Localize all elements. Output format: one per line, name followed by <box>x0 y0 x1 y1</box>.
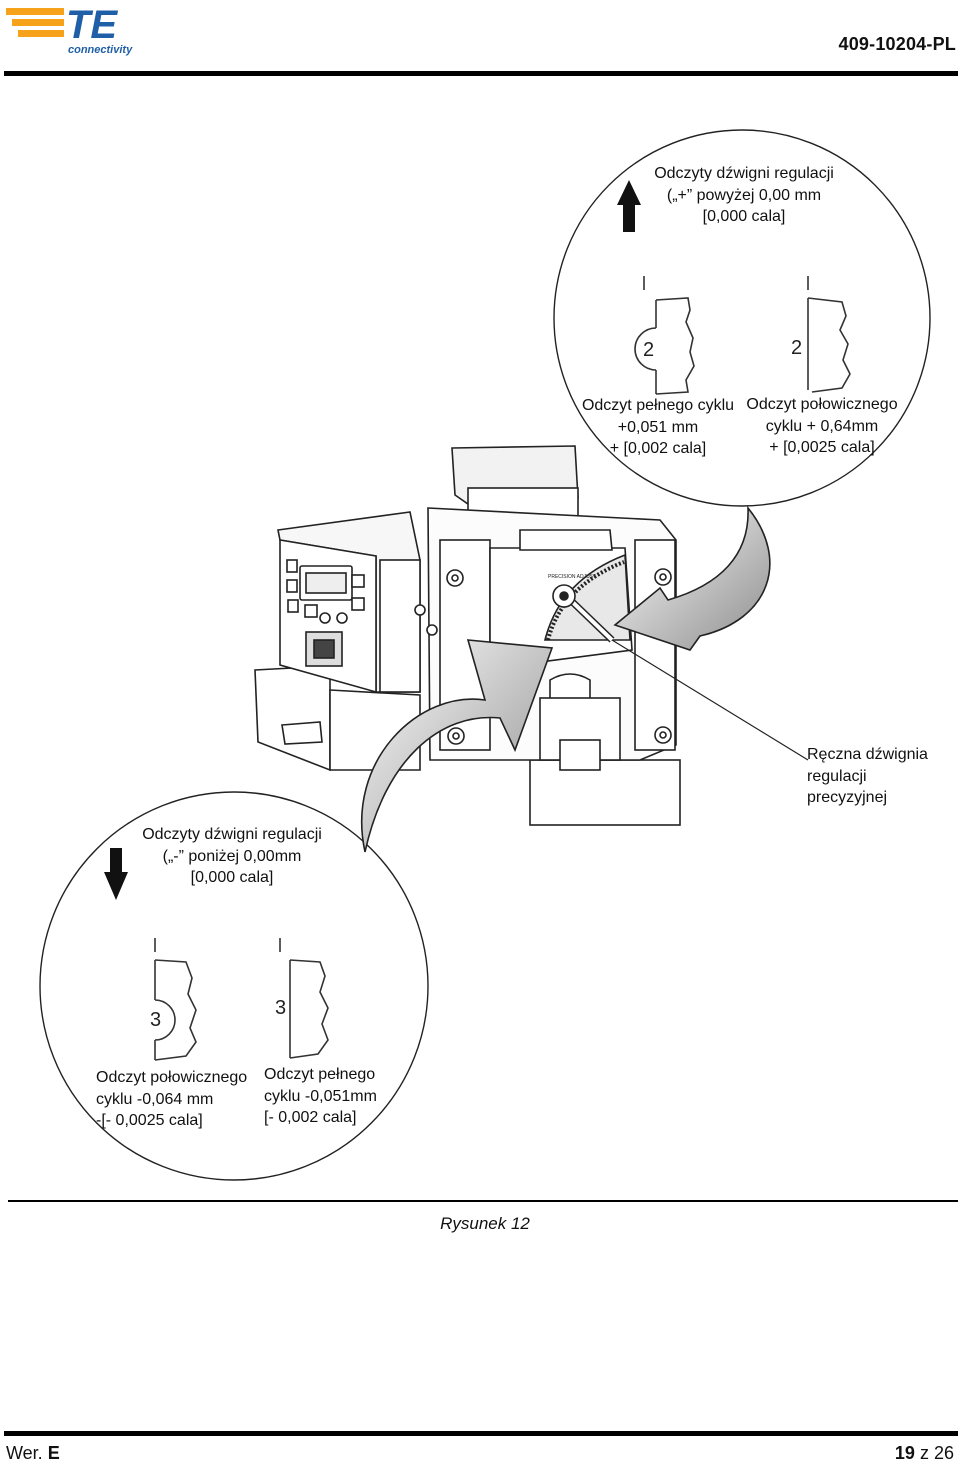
page-current: 19 <box>894 1443 915 1463</box>
page-total: 26 <box>933 1443 954 1463</box>
header-rule <box>4 71 958 76</box>
logo-text: TE <box>66 3 118 47</box>
callout-arrow-left <box>360 639 554 853</box>
upper-half-cycle-label: Odczyt połowicznego cyklu + 0,64mm + [0,… <box>746 396 898 456</box>
arrow-down-icon <box>104 848 128 900</box>
arrow-up-icon <box>617 180 641 232</box>
upper-detail-circle: 2 2 <box>553 129 931 507</box>
figure-drawing: PRECISION ADJUST 2 2 <box>39 129 931 1181</box>
page-number: 19 z 26 <box>895 1443 954 1464</box>
lower-readings-title: Odczyty dźwigni regulacji („-” poniżej 0… <box>142 826 322 886</box>
upper-full-cycle-label: Odczyt pełnego cyklu +0,051 mm + [0,002 … <box>581 397 735 457</box>
lower-half-cycle-label: Odczyt połowicznego cyklu -0,064 mm -[- … <box>96 1069 248 1129</box>
page-separator: z <box>919 1443 929 1463</box>
upper-readings-title: Odczyty dźwigni regulacji („+” powyżej 0… <box>654 165 834 225</box>
upper-digit-full: 2 <box>643 339 654 361</box>
lower-digit-half: 3 <box>150 1009 161 1031</box>
crimping-machine: PRECISION ADJUST <box>254 445 681 826</box>
te-logo-mark: TE connectivity <box>6 3 133 56</box>
revision-label: Wer. <box>6 1443 43 1463</box>
footer-rule <box>4 1431 958 1436</box>
revision-value: E <box>47 1443 60 1463</box>
callout-arrow-right <box>613 505 771 651</box>
lower-digit-full: 3 <box>275 997 286 1019</box>
logo-subtext: connectivity <box>68 44 133 56</box>
lower-full-cycle-label: Odczyt pełnego cyklu -0,051mm [- 0,002 c… <box>264 1066 377 1126</box>
lower-detail-circle: 3 3 <box>39 791 429 1181</box>
upper-digit-half: 2 <box>791 337 802 359</box>
lever-label: Ręczna dźwignia regulacji precyzyjnej <box>807 746 928 806</box>
figure-caption: Rysunek 12 <box>440 1214 530 1233</box>
document-number: 409-10204-PL <box>838 34 956 54</box>
dial-label: PRECISION ADJUST <box>548 574 596 580</box>
caption-rule <box>8 1200 958 1202</box>
te-logo: TE connectivity <box>4 2 144 58</box>
lever-leader-line <box>611 639 809 761</box>
revision: Wer. E <box>6 1443 60 1464</box>
